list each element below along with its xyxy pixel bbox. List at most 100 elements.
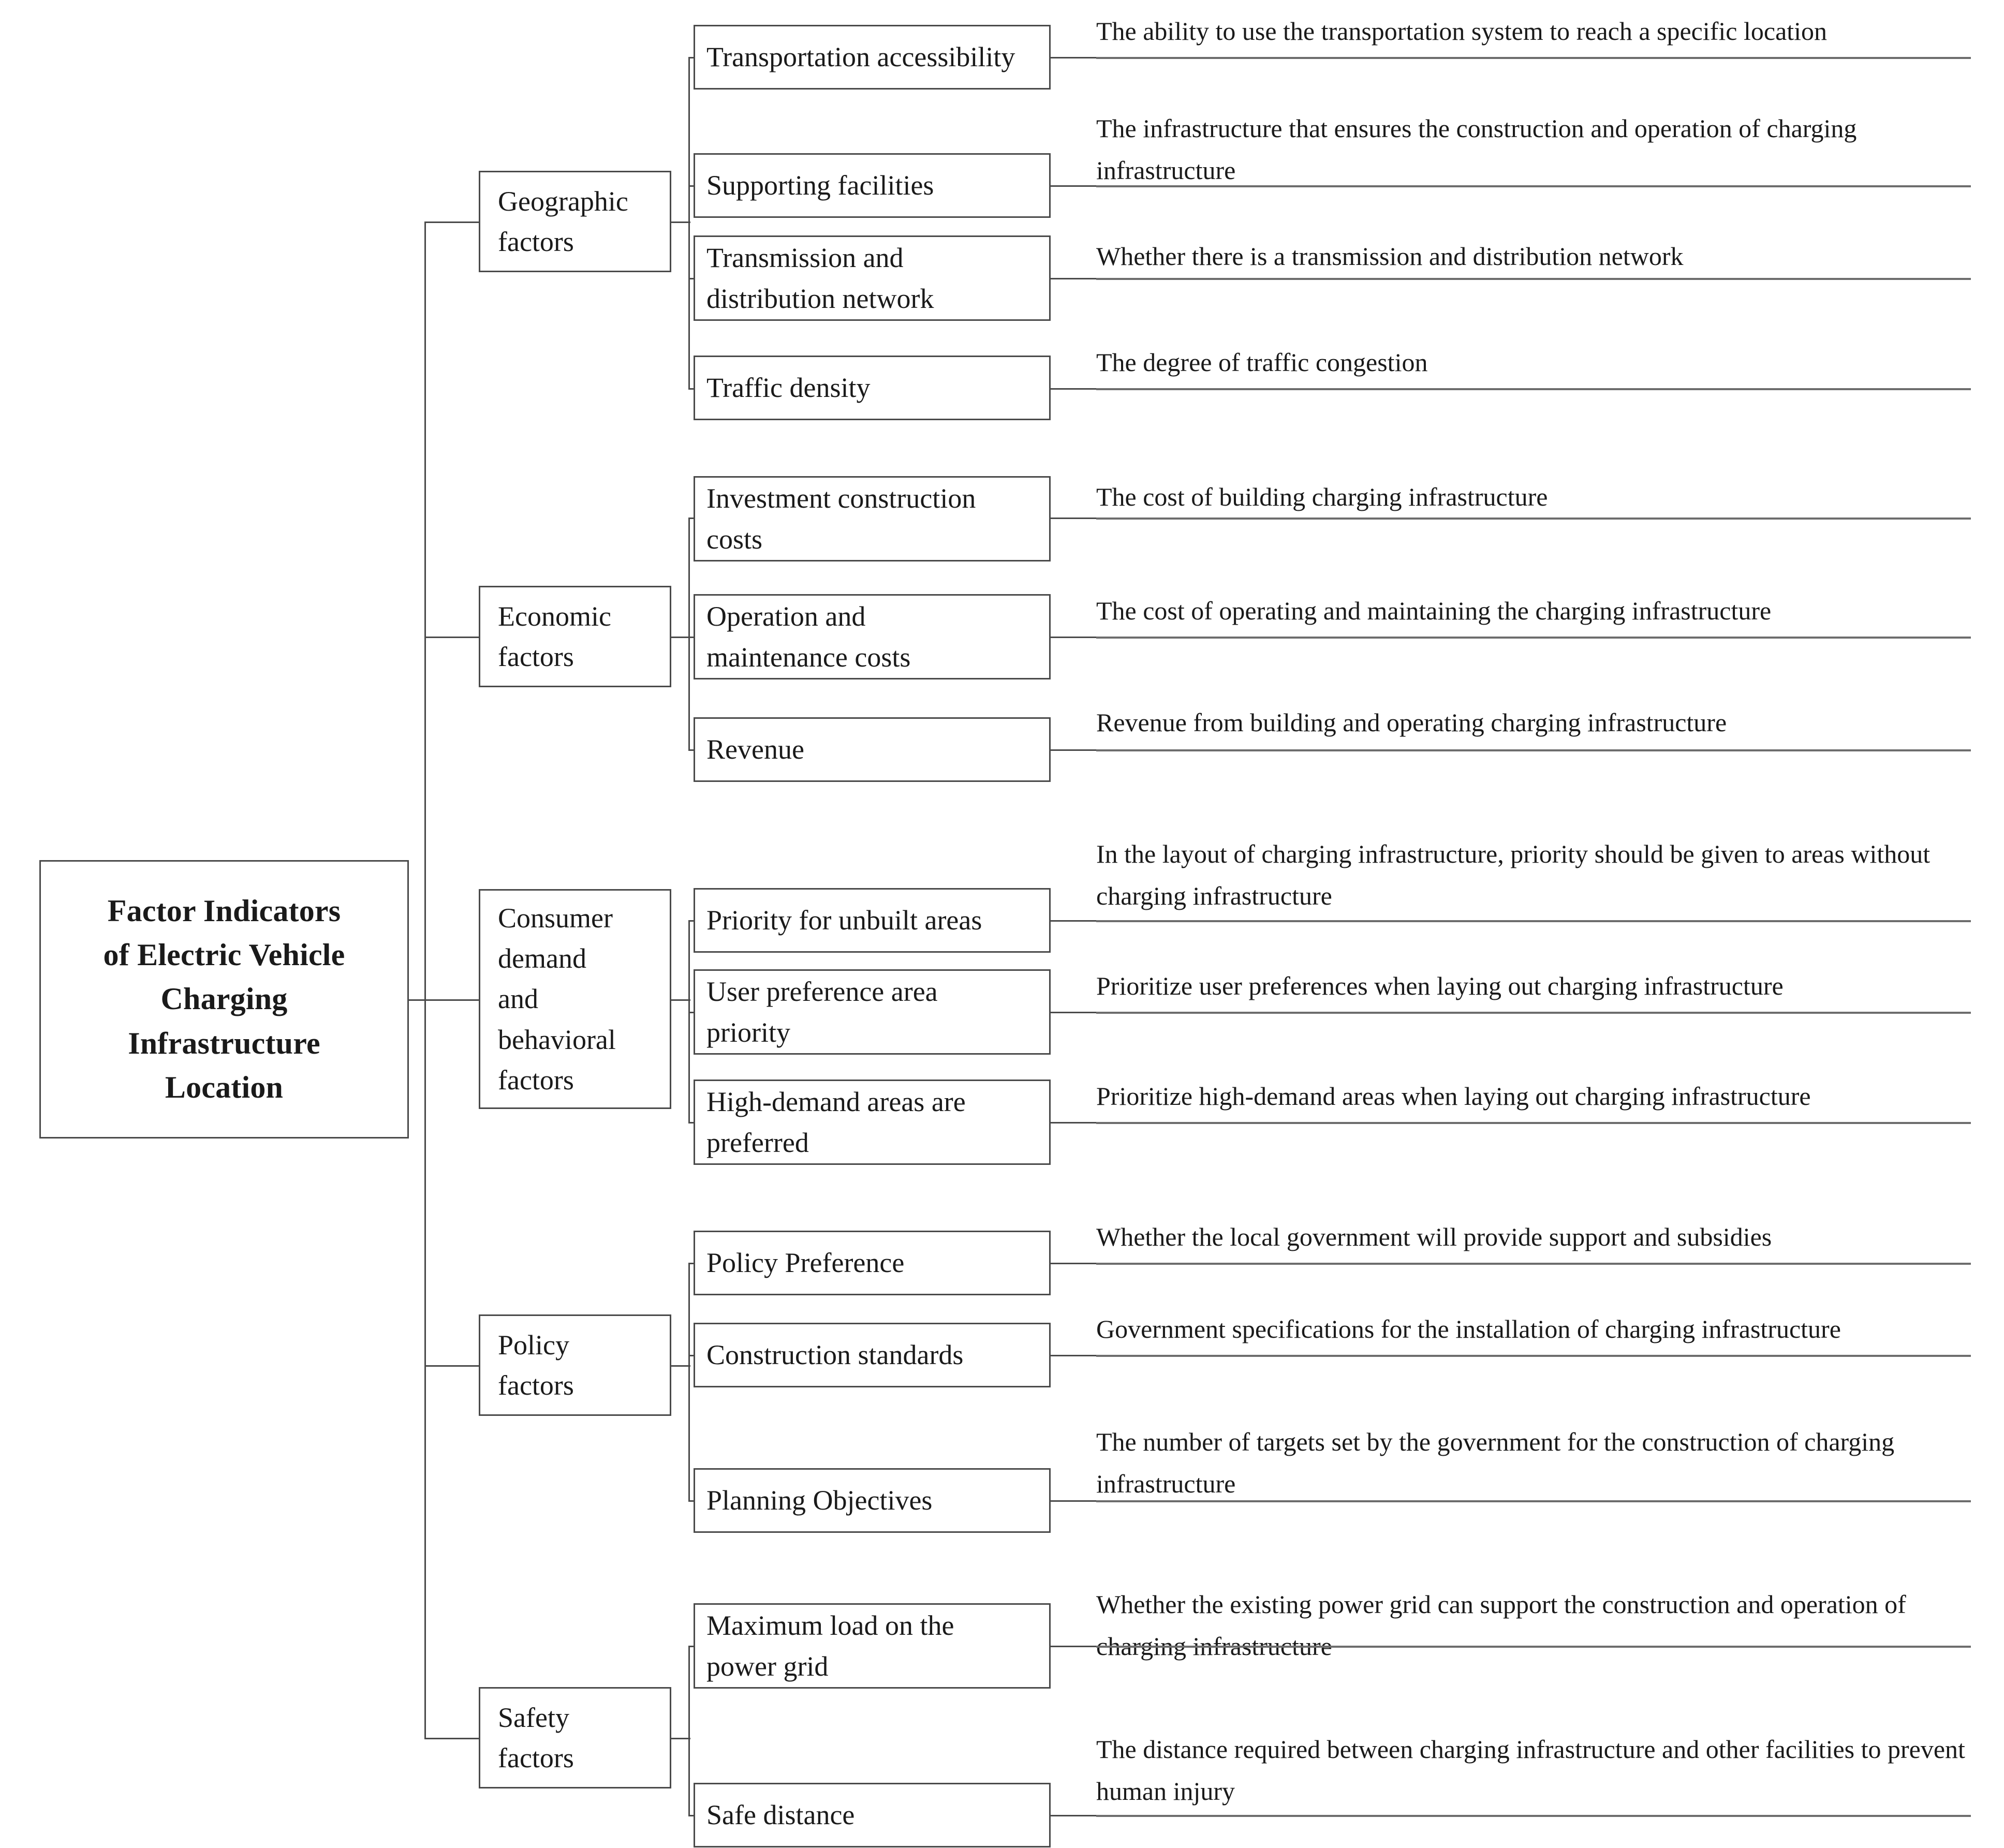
- description-text: The cost of operating and maintaining th…: [1096, 596, 1772, 625]
- leaf-to-description-connector: [1049, 1012, 1098, 1013]
- branch-node-safety-factors: Safety factors: [479, 1687, 671, 1788]
- child-bus-vertical: [688, 920, 690, 1122]
- leaf-node-priority-for-unbuilt-areas: Priority for unbuilt areas: [694, 888, 1051, 953]
- leaf-to-description-connector: [1049, 278, 1098, 279]
- bus-to-child-connector: [688, 1012, 696, 1013]
- branch-node-geographic-factors: Geographic factors: [479, 171, 671, 272]
- leaf-to-description-connector: [1049, 1263, 1098, 1264]
- child-bus-vertical: [688, 57, 690, 388]
- leaf-node-transmission-and-distribution-network: Transmission and distribution network: [694, 235, 1051, 321]
- description-rule: [1096, 57, 1971, 59]
- description-text: Whether the local government will provid…: [1096, 1222, 1772, 1251]
- leaf-to-description-connector: [1049, 1122, 1098, 1123]
- trunk-to-branch-connector: [424, 999, 480, 1001]
- leaf-label: High-demand areas are preferred: [706, 1086, 966, 1158]
- description-text: Whether the existing power grid can supp…: [1096, 1590, 1906, 1661]
- description-rule: [1096, 518, 1971, 520]
- leaf-label: Operation and maintenance costs: [706, 601, 911, 673]
- leaf-to-description-connector: [1049, 749, 1098, 751]
- description-rule: [1096, 185, 1971, 187]
- description-text: Prioritize high-demand areas when laying…: [1096, 1082, 1811, 1111]
- branch-label: Safety factors: [498, 1702, 574, 1773]
- leaf-to-description-connector: [1049, 1500, 1098, 1502]
- trunk-vertical-line: [424, 221, 426, 1738]
- description-text: The number of targets set by the governm…: [1096, 1427, 1895, 1498]
- leaf-label: Safe distance: [706, 1799, 855, 1831]
- leaf-label: Transmission and distribution network: [706, 242, 934, 314]
- leaf-node-high-demand-areas-are-preferred: High-demand areas are preferred: [694, 1080, 1051, 1165]
- leaf-to-description-connector: [1049, 637, 1098, 638]
- description-text: The distance required between charging i…: [1096, 1735, 1965, 1806]
- description-rule: [1096, 637, 1971, 639]
- description-rule: [1096, 1355, 1971, 1357]
- child-bus-vertical: [688, 1646, 690, 1815]
- bus-to-child-connector: [688, 57, 696, 58]
- leaf-node-user-preference-area-priority: User preference area priority: [694, 969, 1051, 1055]
- root-node-label: Factor Indicators of Electric Vehicle Ch…: [103, 894, 345, 1104]
- bus-to-child-connector: [688, 637, 696, 638]
- leaf-to-description-connector: [1049, 1355, 1098, 1356]
- branch-label: Consumer demand and behavioral factors: [498, 902, 616, 1096]
- leaf-label: Maximum load on the power grid: [706, 1610, 954, 1682]
- leaf-node-policy-preference: Policy Preference: [694, 1231, 1051, 1295]
- leaf-label: User preference area priority: [706, 976, 938, 1048]
- trunk-to-branch-connector: [424, 637, 480, 638]
- bus-to-child-connector: [688, 278, 696, 279]
- leaf-node-traffic-density: Traffic density: [694, 356, 1051, 420]
- description-rule: [1096, 1500, 1971, 1502]
- branch-node-economic-factors: Economic factors: [479, 586, 671, 687]
- bus-to-child-connector: [688, 1355, 696, 1356]
- description-text: Whether there is a transmission and dist…: [1096, 242, 1684, 271]
- leaf-to-description-connector: [1049, 185, 1098, 187]
- bus-to-child-connector: [688, 1263, 696, 1264]
- description-text: The infrastructure that ensures the cons…: [1096, 114, 1857, 185]
- branch-to-bus-connector: [670, 1365, 690, 1367]
- leaf-label: Investment construction costs: [706, 483, 976, 555]
- description-text: The degree of traffic congestion: [1096, 348, 1428, 377]
- description-rule: [1096, 1263, 1971, 1265]
- branch-label: Geographic factors: [498, 185, 628, 257]
- leaf-node-revenue: Revenue: [694, 717, 1051, 782]
- leaf-label: Transportation accessibility: [706, 41, 1015, 73]
- leaf-to-description-connector: [1049, 1815, 1098, 1816]
- root-to-trunk-connector: [409, 999, 426, 1001]
- bus-to-child-connector: [688, 1500, 696, 1502]
- description-text: Revenue from building and operating char…: [1096, 708, 1727, 737]
- description-rule: [1096, 920, 1971, 922]
- branch-to-bus-connector: [670, 637, 690, 638]
- leaf-label: Planning Objectives: [706, 1485, 933, 1516]
- bus-to-child-connector: [688, 1122, 696, 1123]
- child-bus-vertical: [688, 1263, 690, 1500]
- leaf-node-transportation-accessibility: Transportation accessibility: [694, 25, 1051, 90]
- bus-to-child-connector: [688, 749, 696, 751]
- bus-to-child-connector: [688, 920, 696, 922]
- description-rule: [1096, 1646, 1971, 1648]
- leaf-label: Traffic density: [706, 372, 871, 404]
- leaf-to-description-connector: [1049, 1646, 1098, 1647]
- description-rule: [1096, 388, 1971, 390]
- leaf-label: Policy Preference: [706, 1247, 905, 1279]
- leaf-label: Revenue: [706, 734, 804, 765]
- description-text: In the layout of charging infrastructure…: [1096, 839, 1931, 910]
- branch-to-bus-connector: [670, 1738, 690, 1739]
- child-bus-vertical: [688, 518, 690, 749]
- branch-label: Policy factors: [498, 1329, 574, 1401]
- leaf-node-safe-distance: Safe distance: [694, 1783, 1051, 1847]
- leaf-to-description-connector: [1049, 920, 1098, 922]
- leaf-label: Priority for unbuilt areas: [706, 905, 982, 936]
- description-rule: [1096, 1012, 1971, 1014]
- trunk-to-branch-connector: [424, 1738, 480, 1739]
- trunk-to-branch-connector: [424, 221, 480, 223]
- description-text: Government specifications for the instal…: [1096, 1314, 1841, 1343]
- description-rule: [1096, 749, 1971, 751]
- bus-to-child-connector: [688, 518, 696, 519]
- description-rule: [1096, 1122, 1971, 1124]
- leaf-node-planning-objectives: Planning Objectives: [694, 1468, 1051, 1533]
- leaf-to-description-connector: [1049, 518, 1098, 519]
- bus-to-child-connector: [688, 1646, 696, 1647]
- branch-to-bus-connector: [670, 221, 690, 223]
- branch-node-policy-factors: Policy factors: [479, 1314, 671, 1416]
- leaf-node-construction-standards: Construction standards: [694, 1323, 1051, 1387]
- description-rule: [1096, 278, 1971, 280]
